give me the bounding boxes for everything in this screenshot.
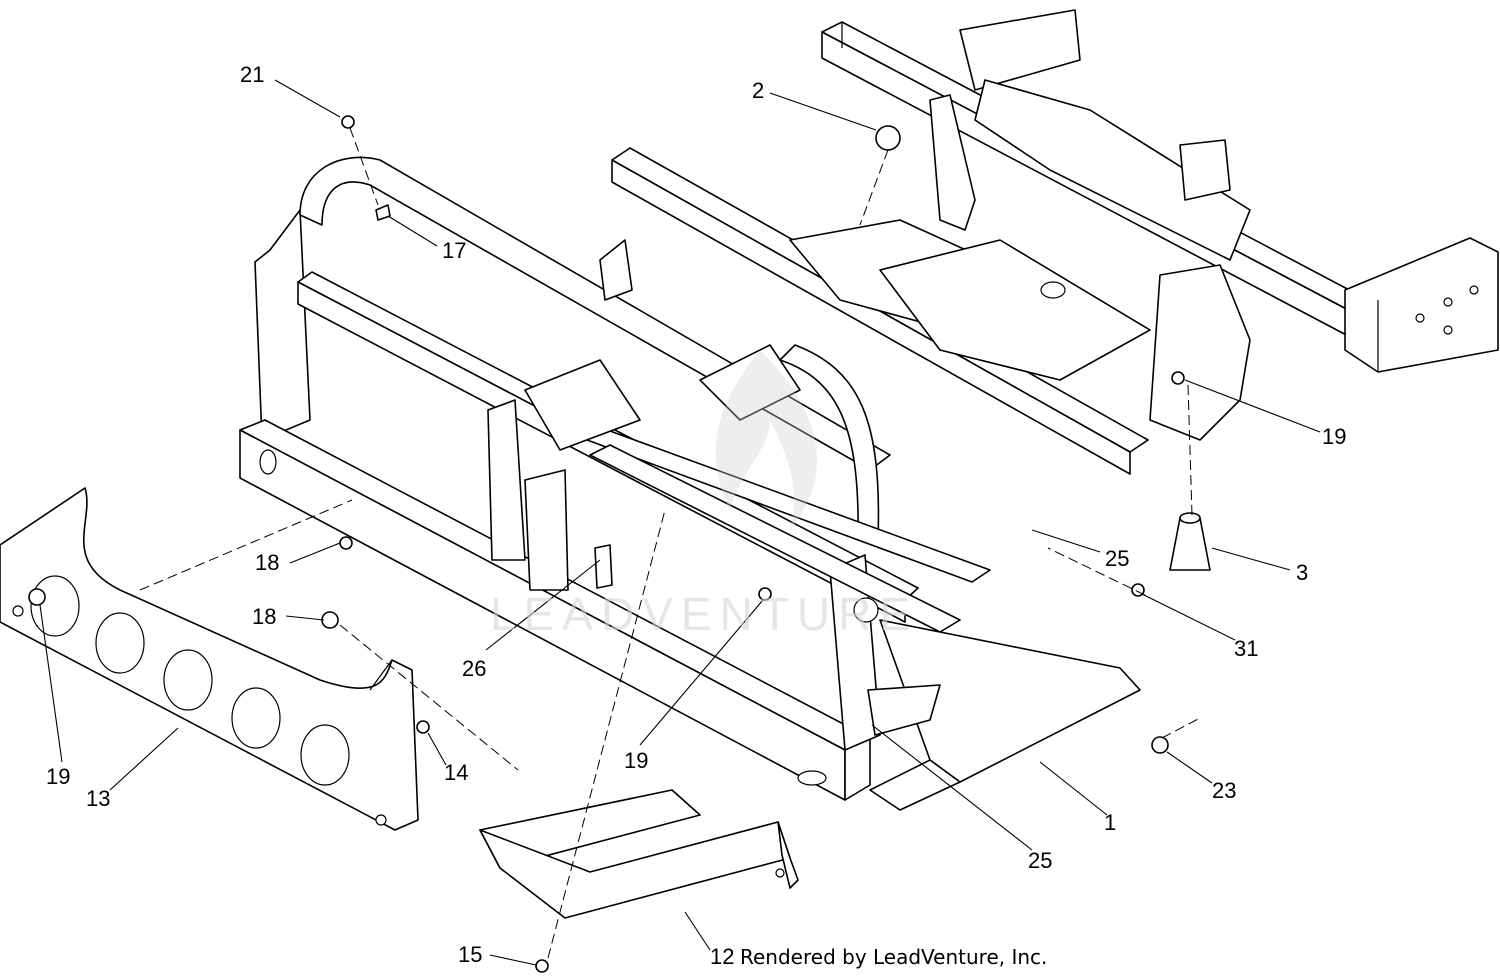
floor-pan [867,619,1141,811]
main-front-frame [239,156,991,801]
lower-shield [479,789,799,919]
render-credit: Rendered by LeadVenture, Inc. [740,945,1047,969]
watermark-text: LEADVENTURE [490,588,918,640]
callout-18-lower: 18 [252,604,276,629]
leader-lines [39,79,1321,966]
callout-19-center: 19 [624,748,648,773]
callout-18-upper: 18 [255,550,279,575]
assembly-lines [139,127,1201,959]
callout-1: 1 [1104,810,1116,835]
callout-31: 31 [1234,636,1258,661]
watermark-flame-icon [715,350,818,530]
callout-19-right: 19 [1322,424,1346,449]
callout-15: 15 [458,942,482,967]
callout-26: 26 [462,656,486,681]
callout-2: 2 [752,78,764,103]
callout-25-lower: 25 [1028,848,1052,873]
watermark: LEADVENTURE [490,350,918,640]
callout-12: 12 [710,944,734,969]
callout-21: 21 [240,62,264,87]
callouts: 21 2 17 19 18 18 26 25 3 31 19 13 14 19 … [46,62,1346,969]
callout-14: 14 [444,760,468,785]
callout-19-left: 19 [46,764,70,789]
middle-rail [611,147,1151,475]
callout-23: 23 [1212,778,1236,803]
callout-25-upper: 25 [1105,546,1129,571]
callout-13: 13 [86,786,110,811]
hardware [28,115,1211,973]
rear-frame [821,9,1499,441]
callout-17: 17 [442,238,466,263]
callout-3: 3 [1296,560,1308,585]
